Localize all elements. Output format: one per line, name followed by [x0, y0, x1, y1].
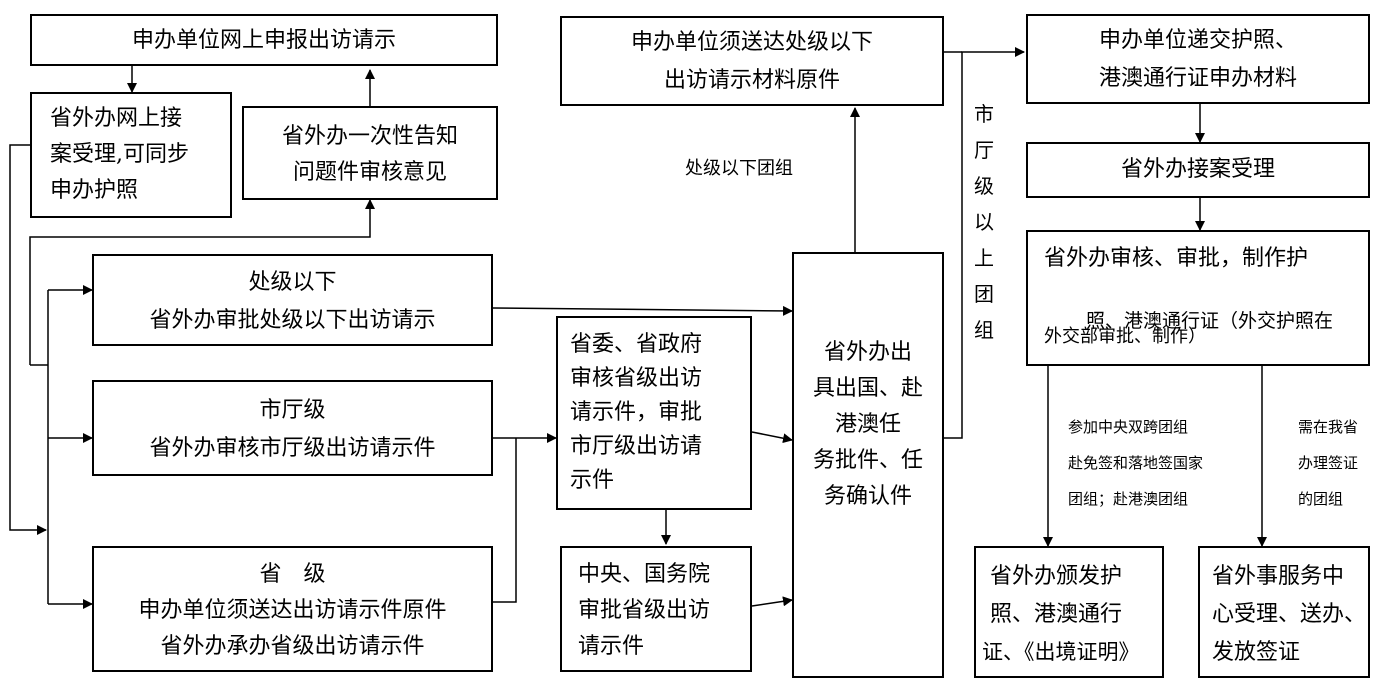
notify-line-2: 问题件审核意见	[292, 160, 447, 185]
arrow-partygov-to-task	[751, 431, 793, 444]
issue-task-line-3: 港澳任	[834, 412, 901, 437]
box-issue-passport: 省外办颁发护 照、港澳通行 证、《出境证明》	[974, 546, 1164, 678]
city-level-line-2: 省外办审核市厅级出访请示件	[149, 436, 436, 461]
box-central: 中央、国务院 审批省级出访 请示件	[560, 546, 752, 672]
visa-note-line-2: 办理签证	[1298, 454, 1359, 472]
central-note-line-2: 赴免签和落地签国家	[1068, 454, 1204, 472]
box-accept-case: 省外办接案受理	[1026, 142, 1370, 198]
central-line-3: 请示件	[578, 634, 645, 659]
party-gov-line-4: 市厅级出访请	[570, 434, 703, 459]
send-originals-line-1: 申办单位须送达处级以下	[630, 30, 873, 55]
vertical-char: 市	[974, 102, 994, 126]
box-issue-task: 省外办出 具出国、赴 港澳任 务批件、任 务确认件	[792, 252, 944, 678]
central-line-1: 中央、国务院	[578, 562, 711, 587]
central-line-2: 审批省级出访	[578, 598, 711, 623]
label-city-above-group: 市厅级以上团组	[972, 96, 996, 348]
accept-case-text: 省外办接案受理	[1120, 157, 1275, 182]
central-note-line-3: 团组；赴港澳团组	[1068, 490, 1189, 508]
party-gov-line-5: 示件	[570, 468, 615, 493]
box-review-make: 省外办审核、审批，制作护 照、港澳通行证（外交护照在 外交部审批、制作）	[1026, 230, 1370, 366]
provincial-line-3: 省外办承办省级出访请示件	[160, 634, 425, 659]
label-city-above-group-text: 市厅级以上团组	[972, 96, 996, 348]
line-loop-to-notify	[29, 199, 375, 365]
line-provincial-to-partygov	[493, 438, 517, 603]
review-make-line-2: 照、港澳通行证（外交护照在	[1044, 288, 1333, 354]
box-apply-online: 申办单位网上申报出访请示	[30, 14, 498, 66]
issue-task-line-5: 务确认件	[823, 484, 912, 509]
visa-center-line-2: 心受理、送办、	[1212, 602, 1367, 627]
box-notify: 省外办一次性告知 问题件审核意见	[242, 106, 498, 200]
vertical-char: 组	[974, 318, 994, 342]
vertical-char: 团	[974, 282, 994, 306]
below-division-line-1: 处级以下	[248, 270, 337, 295]
issue-task-line-4: 务批件、任	[812, 448, 923, 473]
box-below-division: 处级以下 省外办审批处级以下出访请示	[92, 254, 493, 346]
box-send-originals: 申办单位须送达处级以下 出访请示材料原件	[560, 16, 944, 106]
party-gov-line-1: 省委、省政府	[570, 332, 703, 357]
send-originals-line-2: 出访请示材料原件	[663, 68, 840, 93]
apply-online-text: 申办单位网上申报出访请示	[131, 28, 396, 53]
accept-online-line-2: 案受理,可同步	[50, 142, 189, 167]
line-accept-trunk	[9, 144, 47, 535]
issue-task-line-1: 省外办出	[823, 340, 912, 365]
issue-passport-line-1: 省外办颁发护	[990, 564, 1123, 589]
notify-line-1: 省外办一次性告知	[281, 124, 458, 149]
label-below-group: 处级以下团组	[685, 158, 793, 179]
box-provincial: 省 级 申办单位须送达出访请示件原件 省外办承办省级出访请示件	[92, 546, 493, 672]
provincial-line-1: 省 级	[259, 562, 326, 587]
city-level-line-1: 市厅级	[259, 398, 326, 423]
provincial-line-2: 申办单位须送达出访请示件原件	[138, 598, 447, 623]
issue-passport-line-2: 照、港澳通行	[990, 602, 1123, 627]
vertical-char: 上	[974, 246, 994, 270]
visa-note-line-1: 需在我省	[1298, 418, 1359, 436]
issue-passport-line-3: 证、《出境证明》	[982, 640, 1140, 664]
below-division-line-2: 省外办审批处级以下出访请示	[149, 308, 436, 333]
arrow-central-to-task	[751, 596, 793, 607]
box-submit-passport: 申办单位递交护照、 港澳通行证申办材料	[1026, 14, 1370, 104]
visa-center-line-1: 省外事服务中	[1212, 564, 1345, 589]
box-city-level: 市厅级 省外办审核市厅级出访请示件	[92, 380, 493, 476]
box-party-gov: 省委、省政府 审核省级出访 请示件，审批 市厅级出访请 示件	[556, 316, 752, 510]
visa-center-line-3: 发放签证	[1212, 640, 1301, 665]
arrow-below-to-task	[492, 305, 793, 316]
central-note-line-1: 参加中央双跨团组	[1068, 418, 1189, 436]
review-make-line-3: 外交部审批、制作）	[1044, 326, 1206, 347]
accept-online-line-3: 申办护照	[50, 178, 139, 203]
party-gov-line-2: 审核省级出访	[570, 366, 703, 391]
vertical-char: 级	[974, 174, 994, 198]
vertical-char: 厅	[974, 138, 994, 162]
submit-passport-line-1: 申办单位递交护照、	[1098, 28, 1297, 53]
box-visa-center: 省外事服务中 心受理、送办、 发放签证	[1198, 546, 1370, 678]
box-accept-online: 省外办网上接 案受理,可同步 申办护照	[30, 92, 232, 218]
vertical-char: 以	[974, 210, 994, 234]
visa-note-line-3: 的团组	[1298, 490, 1344, 508]
review-make-line-2-text: 照、港澳通行证（外交护照在	[1085, 310, 1333, 332]
party-gov-line-3: 请示件，审批	[570, 400, 703, 425]
issue-task-line-2: 具出国、赴	[812, 376, 923, 401]
review-make-line-1: 省外办审核、审批，制作护	[1044, 246, 1309, 271]
line-task-to-passport	[944, 47, 1025, 439]
submit-passport-line-2: 港澳通行证申办材料	[1098, 66, 1297, 91]
accept-online-line-1: 省外办网上接	[50, 106, 183, 131]
